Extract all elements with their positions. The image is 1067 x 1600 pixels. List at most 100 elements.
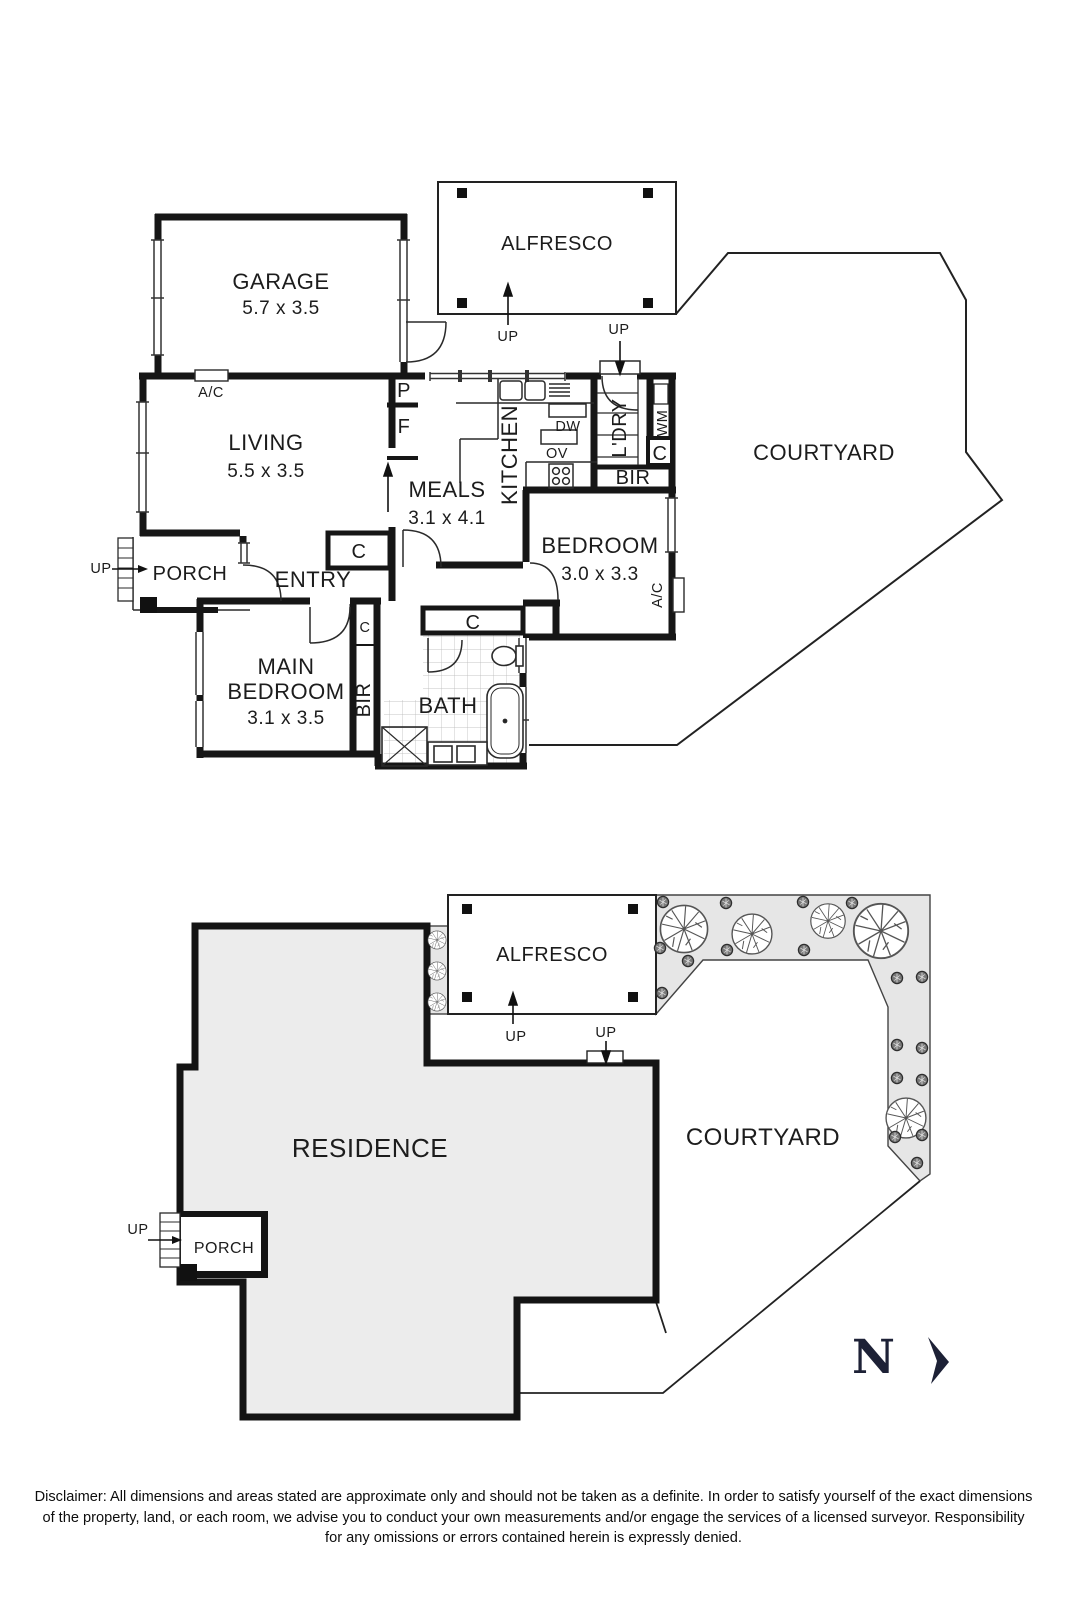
alfresco-structure (437, 181, 677, 315)
tree-icon (659, 904, 709, 954)
post (643, 298, 653, 308)
direction-arrows (507, 990, 612, 1066)
shrub-icon (890, 971, 904, 985)
bath-fixtures (381, 645, 524, 767)
room-label-meals: MEALS (408, 477, 485, 502)
room-label-living: LIVING (228, 430, 303, 455)
room-label-main-bedroom-1: MAIN (258, 654, 315, 679)
dishwasher (548, 403, 587, 418)
laundry-fixtures (597, 378, 669, 465)
room-label-laundry: L'DRY (609, 398, 631, 457)
tree-icon (427, 930, 447, 950)
post (462, 992, 472, 1002)
bath-closet (420, 605, 526, 636)
top-plan: GARAGE 5.7 x 3.5 ALFRESCO LIVING 5.5 x 3… (90, 181, 1004, 770)
label-pantry: P (397, 380, 411, 402)
shrub-icon (845, 896, 859, 910)
dim-label-living: 5.5 x 3.5 (227, 461, 304, 482)
tree-icon (427, 961, 447, 981)
toilet-cistern (515, 645, 524, 667)
post (628, 904, 638, 914)
shrub-icon (796, 895, 810, 909)
direction-arrows (382, 281, 626, 512)
porch-structure (112, 537, 250, 613)
post (457, 188, 467, 198)
post (628, 992, 638, 1002)
room-label-alfresco: ALFRESCO (501, 233, 613, 255)
post (462, 904, 472, 914)
ac-unit (194, 369, 229, 382)
residence-outline (176, 922, 660, 1421)
tree-icon (427, 992, 447, 1012)
shrub-icon (720, 943, 734, 957)
courtyard-outline (527, 252, 1004, 746)
room-label-bath: BATH (418, 693, 477, 718)
label-closet-entry: C (352, 541, 367, 563)
dim-label-garage: 5.7 x 3.5 (242, 298, 319, 319)
alfresco-structure (447, 894, 657, 1015)
oven (540, 429, 578, 445)
shrub-icon (656, 895, 670, 909)
label-up-alfresco: UP (505, 1029, 526, 1045)
shrub-icon (915, 970, 929, 984)
post (457, 298, 467, 308)
label-up-porch: UP (127, 1222, 148, 1238)
ac-unit (672, 577, 685, 613)
label-closet-bath: C (466, 612, 481, 634)
sink (524, 380, 546, 401)
disclaimer-line: for any omissions or errors contained he… (325, 1530, 742, 1547)
room-label-courtyard: COURTYARD (686, 1124, 840, 1151)
shrub-icon (890, 1071, 904, 1085)
dim-label-meals: 3.1 x 4.1 (408, 508, 485, 529)
porch-post (180, 1264, 197, 1281)
label-wm: WM (655, 410, 671, 437)
tree-icon (852, 902, 910, 960)
tree-icon (810, 903, 846, 939)
disclaimer-line: Disclaimer: All dimensions and areas sta… (34, 1489, 1033, 1505)
shower-cross (381, 726, 428, 767)
shower (381, 726, 428, 767)
sink-drainer (549, 383, 570, 397)
label-closet-strip: C (360, 620, 371, 636)
room-label-porch: PORCH (153, 563, 228, 585)
north-arrow-icon (928, 1337, 949, 1384)
shrub-icon (797, 943, 811, 957)
room-label-porch: PORCH (194, 1240, 254, 1257)
label-up-step: UP (595, 1025, 616, 1041)
label-ac-living: A/C (198, 385, 224, 401)
label-bir-laundry: BIR (616, 467, 651, 489)
disclaimer-line: of the property, land, or each room, we … (42, 1509, 1025, 1526)
label-up-alfresco: UP (497, 329, 518, 345)
shrub-icon (915, 1041, 929, 1055)
shrub-icon (910, 1156, 924, 1170)
shrub-icon (681, 954, 695, 968)
room-label-entry: ENTRY (275, 567, 352, 592)
label-ov: OV (546, 446, 568, 462)
disclaimer-text: Disclaimer: All dimensions and areas sta… (0, 1487, 1067, 1549)
toilet (491, 645, 517, 667)
dim-label-bedroom: 3.0 x 3.3 (561, 564, 638, 585)
label-fridge: F (398, 416, 411, 438)
sink (499, 380, 523, 401)
windows (136, 239, 678, 753)
bath-tiles (384, 700, 423, 764)
entry-closet (325, 530, 393, 571)
label-closet-laundry: C (653, 443, 668, 465)
cooktop (548, 463, 574, 489)
shrub-icon (915, 1128, 929, 1142)
dim-label-main-bedroom: 3.1 x 3.5 (247, 708, 324, 729)
label-bir-main: BIR (353, 683, 375, 718)
label-up-porch: UP (90, 561, 111, 577)
bath-drain (502, 718, 508, 724)
room-label-kitchen: KITCHEN (497, 405, 522, 505)
north-label: N (852, 1330, 895, 1385)
label-ac-bedroom: A/C (650, 582, 666, 608)
label-dw: DW (555, 419, 580, 435)
post (643, 188, 653, 198)
room-label-bedroom: BEDROOM (541, 533, 658, 558)
basin (433, 745, 453, 763)
shrub-icon (890, 1038, 904, 1052)
room-label-courtyard: COURTYARD (753, 440, 895, 465)
